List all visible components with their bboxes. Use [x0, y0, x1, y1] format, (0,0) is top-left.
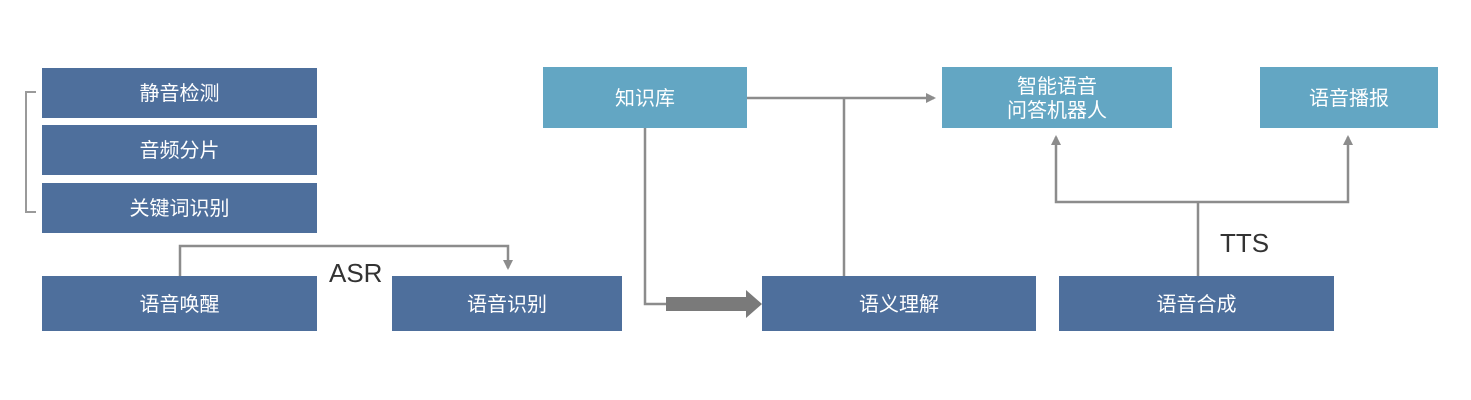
- qa-robot-label-line2: 问答机器人: [1007, 97, 1107, 122]
- asr-label: ASR: [329, 258, 383, 288]
- voice-broadcast-label: 语音播报: [1309, 85, 1389, 110]
- asr-connector: [178, 244, 513, 276]
- knowledge-base-label: 知识库: [615, 85, 675, 110]
- speech-recognition-box: 语音识别: [392, 276, 622, 331]
- qa-robot-label-line1: 智能语音: [1017, 73, 1097, 98]
- speech-recognition-label: 语音识别: [467, 291, 547, 316]
- speech-synthesis-label: 语音合成: [1156, 291, 1237, 316]
- knowledge-base-box: 知识库: [543, 67, 747, 128]
- kb-to-semantic-thick-arrow: [666, 290, 762, 318]
- voice-wakeup-box: 语音唤醒: [42, 276, 317, 331]
- group-bracket: [25, 91, 36, 213]
- kb-to-semantic-line: [643, 128, 668, 306]
- audio-slicing-box: 音频分片: [42, 125, 317, 175]
- keyword-recognition-box: 关键词识别: [42, 183, 317, 233]
- speech-synthesis-box: 语音合成: [1059, 276, 1334, 331]
- semantic-understanding-box: 语义理解: [762, 276, 1036, 331]
- silence-detection-label: 静音检测: [139, 81, 220, 105]
- qa-robot-box: 智能语音 问答机器人: [942, 67, 1172, 128]
- semantic-understanding-label: 语义理解: [859, 291, 939, 316]
- tts-label: TTS: [1220, 228, 1270, 258]
- tts-to-broadcast-connector: [1198, 135, 1353, 204]
- voice-broadcast-box: 语音播报: [1260, 67, 1438, 128]
- silence-detection-box: 静音检测: [42, 68, 317, 118]
- keyword-recognition-label: 关键词识别: [129, 196, 230, 220]
- voice-wakeup-label: 语音唤醒: [139, 291, 220, 316]
- tts-to-qa-connector: [1051, 135, 1198, 204]
- audio-slicing-label: 音频分片: [139, 138, 220, 162]
